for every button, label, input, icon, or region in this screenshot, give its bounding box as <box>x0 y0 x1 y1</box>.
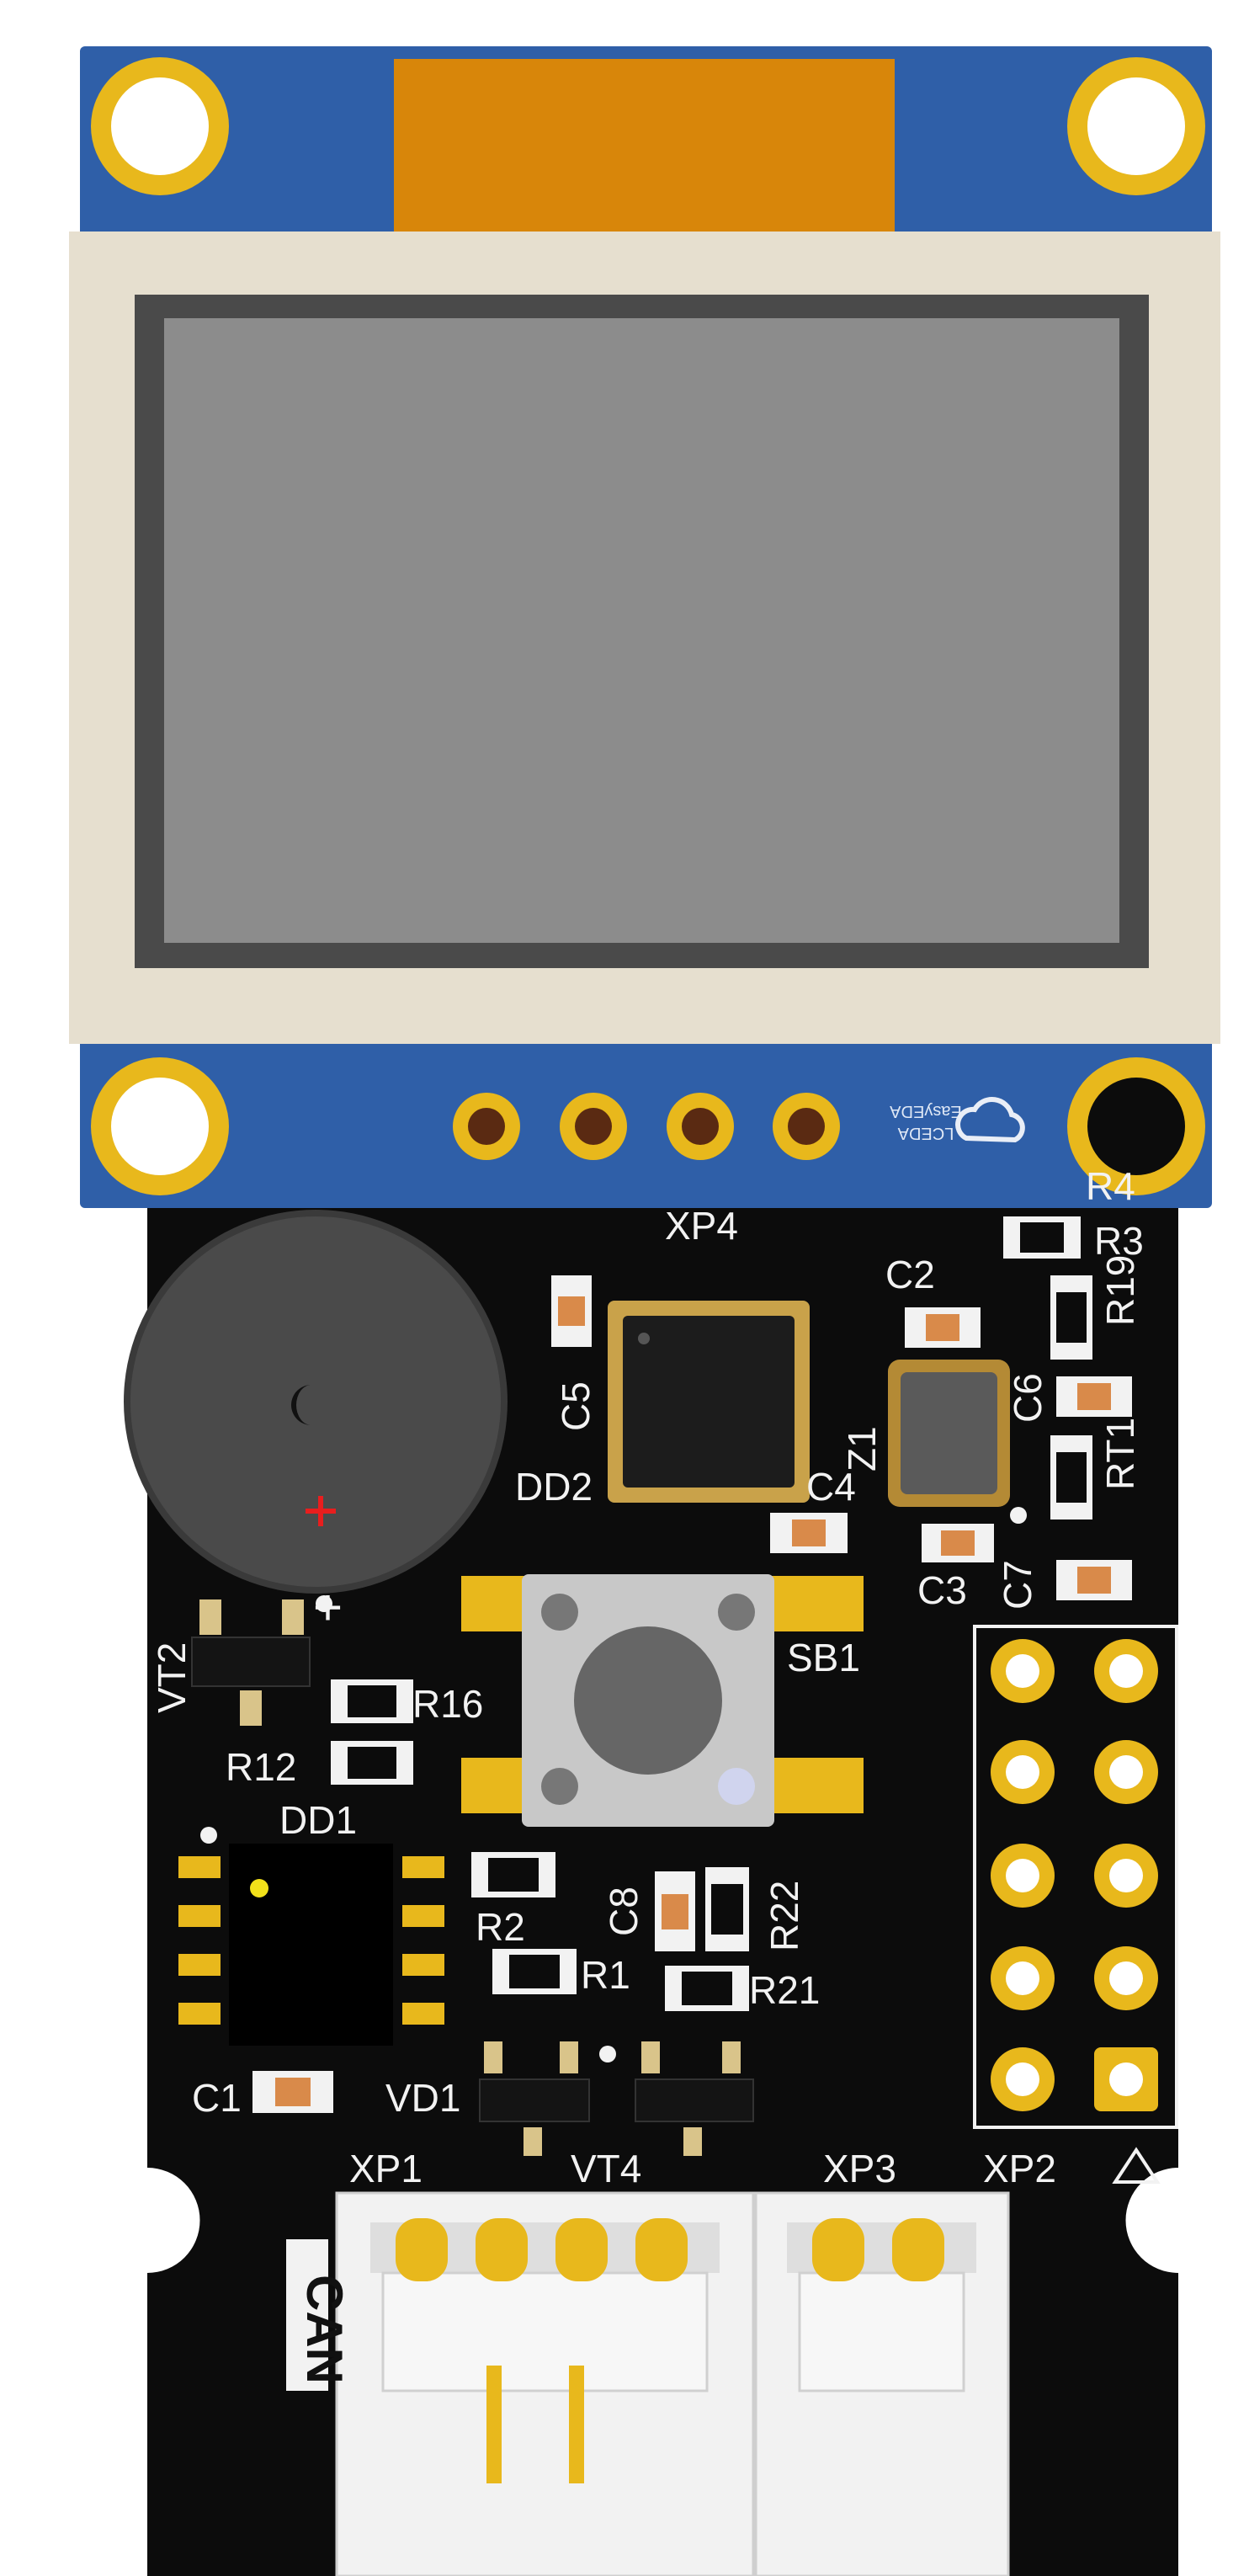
header-xp2 <box>973 1625 1178 2184</box>
capacitor-c7 <box>1056 1560 1132 1600</box>
transistor-vt2 <box>191 1599 311 1726</box>
label-c6: C6 <box>1006 1373 1050 1423</box>
pin1-triangle-icon <box>1112 2147 1161 2184</box>
label-c7: C7 <box>996 1560 1039 1610</box>
capacitor-c4 <box>770 1513 848 1553</box>
capacitor-c6 <box>1056 1376 1132 1417</box>
label-r16: R16 <box>412 1682 483 1726</box>
label-z1: Z1 <box>840 1426 884 1472</box>
resistor-r12 <box>331 1741 413 1785</box>
label-rt1: RT1 <box>1098 1418 1142 1490</box>
buzzer <box>124 1210 508 1594</box>
cloud-icon <box>955 1097 1025 1143</box>
label-dd1: DD1 <box>279 1798 357 1842</box>
label-c2: C2 <box>885 1253 935 1296</box>
resistor-r1 <box>492 1949 577 1994</box>
capacitor-c3 <box>922 1524 994 1562</box>
silkscreen-labels: XP4 R3 R4 C2 R19 C6 RT1 C5 DD2 C4 Z1 C3 … <box>150 1164 1144 2391</box>
chip-dd1 <box>178 1844 444 2046</box>
flex-cable <box>394 59 895 244</box>
resistor-r2 <box>471 1852 555 1897</box>
resistor-rt1 <box>1050 1435 1092 1520</box>
connector-xp3 <box>754 2191 1010 2576</box>
passive-components <box>200 1216 1132 2113</box>
can-label-box <box>286 2239 328 2391</box>
push-button-sb1 <box>461 1574 864 1827</box>
capacitor-c8 <box>655 1871 695 1951</box>
display-module: EasyEDA LCEDA <box>69 46 1220 1208</box>
label-vd1: VD1 <box>385 2076 460 2120</box>
capacitor-c2 <box>905 1307 981 1348</box>
label-sb1: SB1 <box>787 1636 860 1679</box>
label-c5: C5 <box>554 1381 598 1431</box>
label-c4: C4 <box>806 1465 856 1509</box>
mounting-hole-bottom-left <box>91 1057 229 1195</box>
label-xp3: XP3 <box>823 2147 896 2190</box>
label-r19: R19 <box>1098 1255 1142 1326</box>
label-r12: R12 <box>226 1745 296 1789</box>
label-r3: R3 <box>1094 1219 1144 1263</box>
chip-dd2 <box>608 1301 810 1503</box>
svg-text:EasyEDA: EasyEDA <box>890 1102 962 1120</box>
capacitor-c5 <box>551 1275 592 1347</box>
connector-xp1 <box>335 2191 755 2576</box>
mounting-hole-top-left <box>91 57 229 195</box>
label-dd2: DD2 <box>515 1465 593 1509</box>
resistor-r22 <box>705 1867 749 1951</box>
capacitor-c1 <box>252 2071 333 2113</box>
mounting-hole-bottom-right <box>1067 1057 1205 1195</box>
resistor-r21 <box>665 1966 749 2011</box>
label-r4: R4 <box>1086 1164 1135 1208</box>
label-can: CAN <box>296 2275 353 2384</box>
display-header-pins <box>453 1093 840 1160</box>
label-xp2: XP2 <box>983 2147 1056 2190</box>
label-xp1: XP1 <box>349 2147 423 2190</box>
resistor-r19 <box>1050 1275 1092 1360</box>
mounting-hole-top-right <box>1067 57 1205 195</box>
label-r1: R1 <box>581 1953 630 1997</box>
label-xp4: XP4 <box>665 1204 738 1248</box>
transistor-vt4 <box>635 2041 754 2156</box>
label-r2: R2 <box>476 1905 525 1949</box>
svg-text:LCEDA: LCEDA <box>897 1124 954 1142</box>
label-r22: R22 <box>763 1881 806 1951</box>
display-screen <box>164 318 1119 943</box>
easyeda-logo: EasyEDA LCEDA <box>890 1097 1025 1143</box>
label-vt4: VT4 <box>571 2147 641 2190</box>
label-c3: C3 <box>917 1568 967 1612</box>
label-r21: R21 <box>749 1968 820 2012</box>
label-plus: + <box>313 1579 343 1636</box>
resistor-r3 <box>1003 1216 1081 1259</box>
resistor-r16 <box>331 1679 413 1723</box>
label-vt2: VT2 <box>150 1642 194 1713</box>
crystal-z1 <box>888 1360 1010 1507</box>
diode-vd1 <box>479 2041 590 2156</box>
label-c1: C1 <box>192 2076 242 2120</box>
label-c8: C8 <box>602 1887 646 1936</box>
